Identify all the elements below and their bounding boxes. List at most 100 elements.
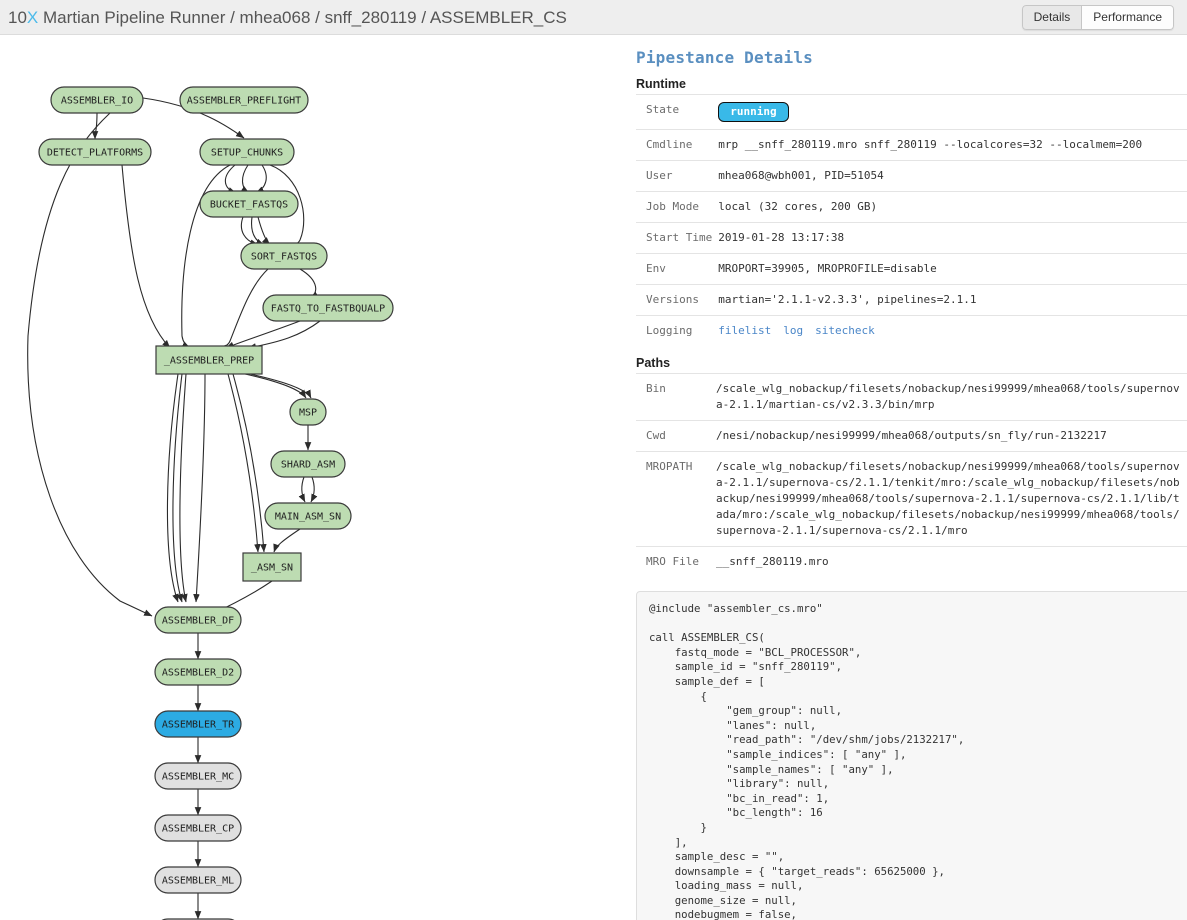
runtime-row-key: Logging <box>646 324 693 337</box>
graph-node-shape[interactable] <box>155 345 263 375</box>
graph-node-assembler-preflight[interactable]: ASSEMBLER_PREFLIGHT <box>179 86 309 114</box>
graph-edge <box>249 373 312 399</box>
graph-node-assembler-df[interactable]: ASSEMBLER_DF <box>154 606 242 634</box>
breadcrumb: 10X Martian Pipeline Runner / mhea068 / … <box>8 8 567 28</box>
view-toggle-group: Details Performance <box>1021 5 1174 30</box>
graph-nodes[interactable]: ASSEMBLER_IO ASSEMBLER_PREFLIGHT DETECT_PL… <box>38 86 394 920</box>
pipeline-graph-panel[interactable]: ASSEMBLER_IO ASSEMBLER_PREFLIGHT DETECT_PL… <box>0 36 612 920</box>
graph-edge <box>166 373 179 603</box>
status-badge: running <box>718 102 789 122</box>
path-row-value: __snff_280119.mro <box>716 555 829 568</box>
graph-node-assembler-d2[interactable]: ASSEMBLER_D2 <box>154 658 242 686</box>
path-row: Bin/scale_wlg_nobackup/filesets/nobackup… <box>636 373 1187 421</box>
graph-node-shape[interactable] <box>240 242 328 270</box>
path-row: MROPATH/scale_wlg_nobackup/filesets/noba… <box>636 451 1187 547</box>
graph-node-shape[interactable] <box>154 814 242 842</box>
runtime-row-value: mhea068@wbh001, PID=51054 <box>718 169 884 182</box>
graph-node-label: SHARD_ASM <box>281 460 335 471</box>
runtime-row-value: 2019-01-28 13:17:38 <box>718 231 845 244</box>
graph-node-fastq-to-fastbqualp[interactable]: FASTQ_TO_FASTBQUALP <box>262 294 394 322</box>
graph-node-detect-platforms[interactable]: DETECT_PLATFORMS <box>38 138 152 166</box>
graph-node-label: _ASM_SN <box>251 563 293 574</box>
tab-performance[interactable]: Performance <box>1082 5 1174 30</box>
path-row-value: /scale_wlg_nobackup/filesets/nobackup/ne… <box>716 460 1180 537</box>
graph-node-assembler-cp[interactable]: ASSEMBLER_CP <box>154 814 242 842</box>
path-row-key: Bin <box>646 382 666 395</box>
tab-details[interactable]: Details <box>1021 5 1083 30</box>
graph-node-shape[interactable] <box>262 294 394 322</box>
graph-edge <box>91 112 99 140</box>
brand-ten: 10 <box>8 8 27 27</box>
graph-edge <box>232 373 267 553</box>
runtime-row-key: Versions <box>646 293 699 306</box>
graph-node-msp[interactable]: MSP <box>289 398 327 426</box>
graph-edge <box>217 268 269 352</box>
graph-edge <box>224 164 237 194</box>
logging-link-sitecheck[interactable]: sitecheck <box>815 324 875 337</box>
graph-edge <box>247 320 321 350</box>
graph-node-shape[interactable] <box>154 762 242 790</box>
graph-node-label: ASSEMBLER_TR <box>162 720 235 731</box>
graph-node-label: ASSEMBLER_CP <box>162 824 234 835</box>
graph-node-main-asm-sn[interactable]: MAIN_ASM_SN <box>264 502 352 530</box>
graph-node-setup-chunks[interactable]: SETUP_CHUNKS <box>199 138 295 166</box>
runtime-row-key: State <box>646 103 680 116</box>
graph-node-shape[interactable] <box>154 658 242 686</box>
runtime-section-heading: Runtime <box>636 77 686 91</box>
graph-edge <box>255 164 267 194</box>
graph-node-shape[interactable] <box>50 86 144 114</box>
graph-node-shape[interactable] <box>289 398 327 426</box>
graph-node-assembler-tr[interactable]: ASSEMBLER_TR <box>154 710 242 738</box>
graph-node-shape[interactable] <box>242 552 302 582</box>
runtime-row-key: User <box>646 169 673 182</box>
graph-node-label: ASSEMBLER_D2 <box>162 668 234 679</box>
pipeline-graph[interactable]: ASSEMBLER_IO ASSEMBLER_PREFLIGHT DETECT_PL… <box>0 36 612 920</box>
graph-edge <box>298 476 306 503</box>
graph-edge <box>179 373 188 603</box>
graph-node-label: ASSEMBLER_MC <box>162 772 234 783</box>
graph-edge <box>244 373 307 399</box>
graph-node-bucket-fastqs[interactable]: BUCKET_FASTQS <box>199 190 299 218</box>
path-row-key: Cwd <box>646 429 666 442</box>
runtime-row-key: Start Time <box>646 231 713 244</box>
graph-node--assembler-prep[interactable]: _ASSEMBLER_PREP <box>155 345 263 375</box>
graph-edge <box>227 373 261 553</box>
graph-node-shape[interactable] <box>154 606 242 634</box>
graph-edge <box>310 476 318 503</box>
graph-node-assembler-ml[interactable]: ASSEMBLER_ML <box>154 866 242 894</box>
runtime-row-value: running <box>718 95 1187 130</box>
graph-node-sort-fastqs[interactable]: SORT_FASTQS <box>240 242 328 270</box>
graph-edge <box>240 164 250 194</box>
graph-node-label: ASSEMBLER_DF <box>162 616 234 627</box>
graph-node-shape[interactable] <box>154 866 242 894</box>
logging-link-filelist[interactable]: filelist <box>718 324 772 337</box>
path-row-value: /nesi/nobackup/nesi99999/mhea068/outputs… <box>716 429 1107 442</box>
paths-table: Bin/scale_wlg_nobackup/filesets/nobackup… <box>636 373 1187 577</box>
graph-node-shard-asm[interactable]: SHARD_ASM <box>270 450 346 478</box>
graph-node-shape[interactable] <box>270 450 346 478</box>
graph-node--asm-sn[interactable]: _ASM_SN <box>242 552 302 582</box>
runtime-row-value: mrp __snff_280119.mro snff_280119 --loca… <box>718 138 1143 151</box>
graph-node-shape[interactable] <box>38 138 152 166</box>
mro-source-code: @include "assembler_cs.mro" call ASSEMBL… <box>636 591 1187 920</box>
graph-edge <box>172 373 183 603</box>
graph-node-assembler-mc[interactable]: ASSEMBLER_MC <box>154 762 242 790</box>
graph-node-label: SETUP_CHUNKS <box>211 148 283 159</box>
breadcrumb-path: Martian Pipeline Runner / mhea068 / snff… <box>38 8 567 27</box>
logging-link-log[interactable]: log <box>783 324 804 337</box>
graph-node-label: ASSEMBLER_IO <box>61 96 133 107</box>
graph-node-shape[interactable] <box>199 190 299 218</box>
path-row: MRO File__snff_280119.mro <box>636 546 1187 578</box>
graph-node-label: ASSEMBLER_ML <box>162 876 234 887</box>
graph-node-label: MSP <box>299 408 317 419</box>
graph-node-shape[interactable] <box>154 710 242 738</box>
graph-edge <box>193 373 206 603</box>
graph-edge <box>142 97 245 139</box>
graph-node-shape[interactable] <box>264 502 352 530</box>
graph-node-shape[interactable] <box>199 138 295 166</box>
path-row-key: MROPATH <box>646 460 693 473</box>
graph-node-assembler-io[interactable]: ASSEMBLER_IO <box>50 86 144 114</box>
graph-node-shape[interactable] <box>179 86 309 114</box>
